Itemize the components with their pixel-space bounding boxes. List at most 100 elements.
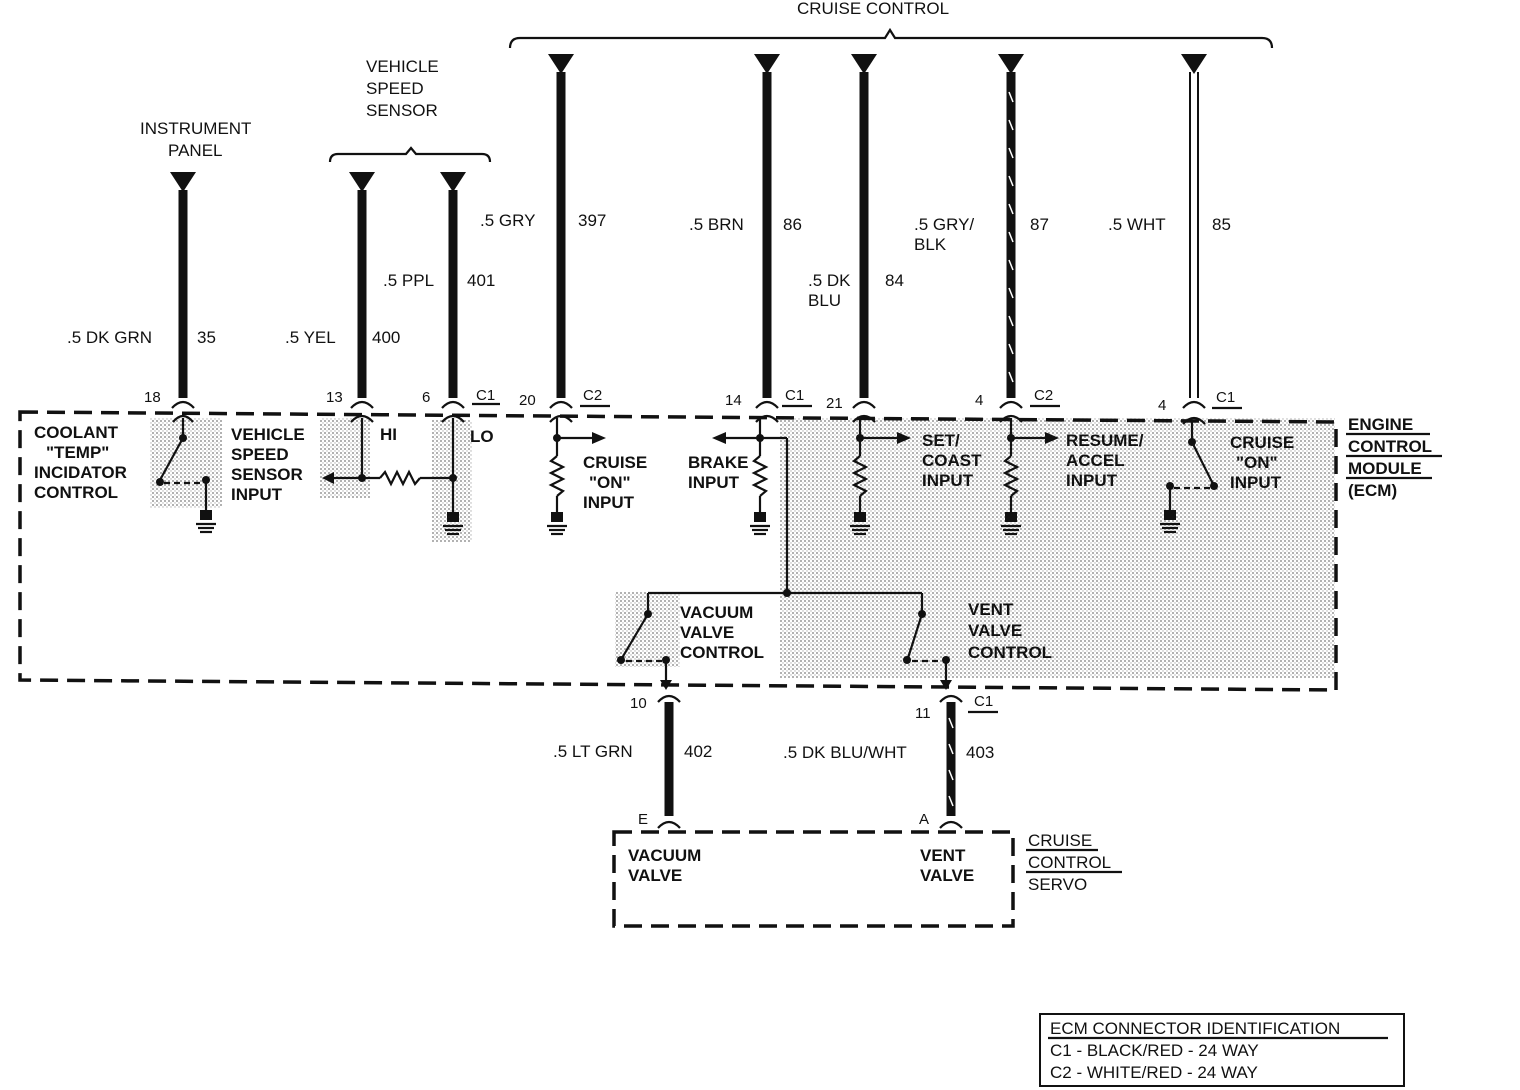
svg-text:.5 PPL: .5 PPL [383,271,434,290]
vacuum-control-label-1: VACUUM [680,603,753,622]
instrument-panel-title-1: INSTRUMENT [140,119,251,138]
hi-label: HI [380,425,397,444]
vss-input-label-4: INPUT [231,485,283,504]
svg-text:13: 13 [326,389,343,406]
set-coast-label-1: SET/ [922,431,960,450]
svg-text:402: 402 [684,742,712,761]
servo-name-3: SERVO [1028,875,1087,894]
svg-text:401: 401 [467,271,495,290]
wire-35: .5 DK GRN 35 18 [67,172,216,409]
vent-control-label-1: VENT [968,600,1014,619]
wire-86: .5 BRN 86 14 C1 [689,54,812,409]
svg-text:.5 BRN: .5 BRN [689,215,744,234]
wire-85: .5 WHT 85 4 C1 [1108,54,1242,414]
coolant-label-1: COOLANT [34,423,119,442]
svg-text:C1: C1 [974,693,993,710]
vacuum-valve-switch [617,610,672,690]
set-coast-circuit [850,414,911,536]
svg-text:C2: C2 [1034,387,1053,404]
cruise-on-2-label-3: INPUT [1230,473,1282,492]
svg-text:87: 87 [1030,215,1049,234]
wire-401: .5 PPL 401 6 C1 [383,172,500,409]
svg-text:86: 86 [783,215,802,234]
cruise-on-1-label-3: INPUT [583,493,635,512]
svg-text:85: 85 [1212,215,1231,234]
svg-text:.5 YEL: .5 YEL [285,328,336,347]
servo-vent-label-2: VALVE [920,866,974,885]
svg-text:11: 11 [915,705,931,722]
svg-text:C2: C2 [583,387,602,404]
vss-input-label-3: SENSOR [231,465,303,484]
cruise-control-bracket [508,27,1274,49]
resume-accel-circuit [999,414,1059,536]
coolant-label-4: CONTROL [34,483,118,502]
wire-402: 10 .5 LT GRN 402 E [553,694,712,829]
svg-text:.5 DK GRN: .5 DK GRN [67,328,152,347]
servo-boundary [612,830,1015,928]
ecm-label-3: MODULE [1348,459,1422,478]
svg-text:20: 20 [519,392,536,409]
svg-text:BLK: BLK [914,235,947,254]
set-coast-label-3: INPUT [922,471,974,490]
cruise-on-2-label-1: CRUISE [1230,433,1294,452]
svg-text:.5 GRY/: .5 GRY/ [914,215,974,234]
servo-vent-label-1: VENT [920,846,966,865]
svg-text:.5 GRY: .5 GRY [480,211,535,230]
vss-title-2: SPEED [366,79,424,98]
instrument-panel-title-2: PANEL [168,141,223,160]
svg-text:6: 6 [422,389,430,406]
svg-text:.5 LT GRN: .5 LT GRN [553,742,633,761]
vent-valve-switch [903,610,952,690]
resume-accel-label-3: INPUT [1066,471,1118,490]
svg-text:BLU: BLU [808,291,841,310]
resume-accel-label-1: RESUME/ [1066,431,1144,450]
svg-text:C1: C1 [785,387,804,404]
cruise-on-input-circuit-2 [1160,416,1218,534]
vacuum-control-label-2: VALVE [680,623,734,642]
svg-text:35: 35 [197,328,216,347]
svg-text:18: 18 [144,389,161,406]
svg-text:A: A [919,811,929,828]
brake-label-1: BRAKE [688,453,748,472]
connector-id-c1: C1 - BLACK/RED - 24 WAY [1050,1041,1259,1060]
lo-label: LO [470,427,494,446]
vss-input-label-1: VEHICLE [231,425,305,444]
vss-input-circuit [322,414,465,536]
cruise-on-1-label-1: CRUISE [583,453,647,472]
shade-coolant [150,418,222,508]
resume-accel-label-2: ACCEL [1066,451,1125,470]
connector-id-box [1039,1013,1405,1087]
brake-label-2: INPUT [688,473,740,492]
ecm-label-1: ENGINE [1348,415,1413,434]
brake-input-circuit [646,414,924,612]
ecm-label-2: CONTROL [1348,437,1432,456]
svg-text:14: 14 [725,392,742,409]
coolant-switch-circuit [156,414,216,534]
svg-text:84: 84 [885,271,904,290]
vss-title-1: VEHICLE [366,57,439,76]
vacuum-control-label-3: CONTROL [680,643,764,662]
svg-text:403: 403 [966,743,994,762]
cruise-on-1-label-2: "ON" [589,473,631,492]
connector-id-title: ECM CONNECTOR IDENTIFICATION [1050,1019,1340,1038]
servo-vacuum-label-1: VACUUM [628,846,701,865]
wire-87: .5 GRY/ BLK 87 4 C2 [914,54,1060,409]
svg-text:10: 10 [630,695,647,712]
wire-84: .5 DK BLU 84 21 [808,54,904,412]
vss-input-label-2: SPEED [231,445,289,464]
servo-vacuum-label-2: VALVE [628,866,682,885]
servo-name-2: CONTROL [1028,853,1111,872]
svg-text:E: E [638,811,648,828]
svg-text:C1: C1 [1216,389,1235,406]
ecm-boundary [18,410,1338,692]
set-coast-label-2: COAST [922,451,982,470]
svg-text:400: 400 [372,328,400,347]
coolant-label-2: "TEMP" [46,443,109,462]
svg-text:4: 4 [1158,397,1166,414]
ecm-label-4: (ECM) [1348,481,1397,500]
svg-text:.5 DK: .5 DK [808,271,851,290]
cruise-control-title: CRUISE CONTROL [797,0,949,18]
cruise-on-2-label-2: "ON" [1236,453,1278,472]
vss-title-3: SENSOR [366,101,438,120]
